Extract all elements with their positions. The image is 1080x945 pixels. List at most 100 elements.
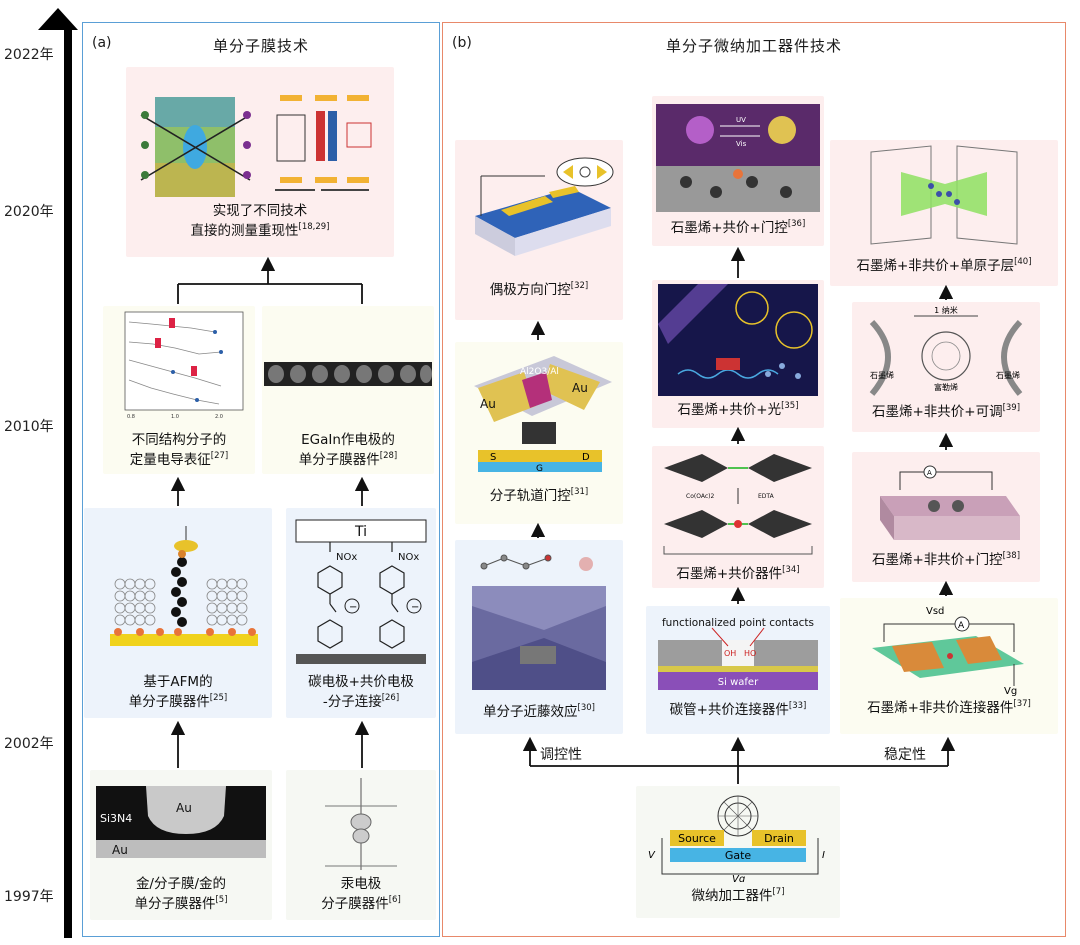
text-source: Source [678, 832, 716, 845]
text-v: V [648, 850, 656, 861]
year-2002: 2002年 [4, 736, 54, 752]
caption-line-2: 分子膜器件 [321, 896, 389, 912]
caption-a-gold: 金/分子膜/金的 单分子膜器件[5] [90, 874, 272, 914]
box-b-kondo: 单分子近藤效应[30] [455, 540, 623, 734]
caption-line-1: 实现了不同技术 [212, 203, 308, 219]
caption-line-1: 偶极方向门控 [489, 282, 571, 298]
ref-31: [31] [570, 487, 589, 497]
svg-text:1.0: 1.0 [171, 414, 179, 420]
text-g: G [536, 464, 543, 474]
text-i: I [822, 850, 825, 861]
text-au-bottom: Au [112, 843, 128, 857]
ref-7: [7] [772, 887, 785, 897]
figure-carbon-electrode: Ti NOx NOx − − [295, 519, 427, 664]
ref-35: [35] [781, 401, 799, 411]
text-si3n4: Si3N4 [100, 812, 132, 825]
ref-30: [30] [577, 703, 595, 713]
figure-afm-tip [110, 526, 258, 646]
box-b-gr-nc-device: Vsd A Vg 石墨烯+非共价连接器件[37] [840, 598, 1058, 734]
caption-line-1: 不同结构分子的 [131, 432, 227, 448]
caption-a-conductance: 不同结构分子的 定量电导表征[27] [103, 430, 255, 470]
panel-a-title: 单分子膜技术 [212, 37, 309, 55]
box-b-gr-nc-mono: 石墨烯+非共价+单原子层[40] [830, 140, 1058, 286]
text-vsd: Vsd [926, 606, 944, 617]
text-ti: Ti [354, 524, 367, 540]
caption-line-2: 直接的测量重现性 [190, 223, 299, 239]
box-b-gr-cov-gate: UV Vis 石墨烯+共价+门控[36] [652, 96, 824, 246]
box-b-cnt: functionalized point contacts Si wafer O… [646, 606, 830, 734]
figure-mercury-drop [325, 778, 397, 870]
year-2022: 2022年 [4, 47, 54, 63]
year-2020: 2020年 [4, 204, 54, 220]
figure-egain-droplets [264, 362, 432, 386]
box-b-micro: Source Drain Gate V I Vg 微纳加工器件[7] [636, 786, 840, 918]
box-b-gr-cov-device: Co(OAc)2 EDTA 石墨烯+共价器件[34] [652, 446, 824, 588]
caption-b-gr-cov-device: 石墨烯+共价器件[34] [652, 564, 824, 584]
text-vg-2: Vg [1004, 686, 1017, 696]
caption-b-gr-nc-gate: 石墨烯+非共价+门控[38] [852, 550, 1040, 570]
caption-line-2: -分子连接 [322, 694, 382, 710]
ref-40: [40] [1014, 257, 1032, 267]
text-1nm: 1 纳米 [934, 306, 958, 315]
ref-36: [36] [787, 219, 806, 229]
text-fullerene: 富勒烯 [934, 382, 958, 392]
text-nox-left: NOx [336, 552, 357, 563]
figure-micro-device: Source Drain Gate V I Vg [648, 795, 825, 882]
caption-line-1: 石墨烯+非共价+单原子层 [856, 258, 1015, 274]
ref-28: [28] [379, 451, 398, 461]
caption-line-2: 单分子膜器件 [128, 694, 210, 710]
text-au-left: Au [480, 397, 496, 411]
caption-line-1: 碳电极+共价电极 [308, 674, 414, 690]
ref-6: [6] [388, 895, 401, 905]
text-graphene-left: 石墨烯 [870, 370, 894, 380]
caption-line-1: 石墨烯+非共价+门控 [871, 552, 1003, 568]
text-vg: Vg [732, 874, 745, 882]
box-a-egain: EGaIn作电极的 单分子膜器件[28] [262, 306, 434, 474]
caption-line-1: 金/分子膜/金的 [135, 876, 227, 892]
caption-b-micro: 微纳加工器件[7] [636, 886, 840, 906]
box-a-mercury: 汞电极 分子膜器件[6] [286, 770, 436, 920]
figure-dipole-gate [475, 157, 614, 256]
box-a-afm: 基于AFM的 单分子膜器件[25] [84, 508, 272, 718]
caption-line-1: 石墨烯+共价器件 [676, 566, 783, 582]
caption-line-1: 单分子近藤效应 [483, 704, 578, 720]
caption-b-gr-cov-gate: 石墨烯+共价+门控[36] [652, 218, 824, 238]
ref-18-29: [18,29] [298, 222, 330, 232]
ref-33: [33] [788, 701, 807, 711]
caption-a-mercury: 汞电极 分子膜器件[6] [286, 874, 436, 914]
figure-gr-nc-device: Vsd A Vg [872, 606, 1024, 696]
year-1997: 1997年 [4, 889, 54, 905]
ref-25: [25] [209, 693, 228, 703]
ref-27: [27] [210, 451, 229, 461]
caption-b-dipole: 偶极方向门控[32] [455, 280, 623, 300]
figure-gr-cov-gate: UV Vis [656, 104, 820, 212]
caption-line-1: 分子轨道门控 [489, 488, 571, 504]
text-nox-right: NOx [398, 552, 419, 563]
caption-line-2: 定量电导表征 [129, 452, 211, 468]
text-drain: Drain [764, 832, 794, 845]
caption-line-1: 石墨烯+共价+门控 [670, 220, 788, 236]
text-ho: HO [744, 649, 756, 658]
caption-b-gr-nc-mono: 石墨烯+非共价+单原子层[40] [830, 256, 1058, 276]
text-edta: EDTA [758, 493, 775, 500]
box-b-gr-cov-light: 石墨烯+共价+光[35] [652, 280, 824, 428]
caption-a-carbon: 碳电极+共价电极 -分子连接[26] [286, 672, 436, 712]
figure-cnt: functionalized point contacts Si wafer O… [658, 617, 818, 690]
caption-b-gr-nc-tune: 石墨烯+非共价+可调[39] [852, 402, 1040, 422]
caption-line-2: 单分子膜器件 [298, 452, 380, 468]
text-si-wafer: Si wafer [718, 677, 759, 688]
text-a-meter: A [927, 469, 932, 477]
ref-5: [5] [215, 895, 228, 905]
caption-b-kondo: 单分子近藤效应[30] [455, 702, 623, 722]
caption-line-1: 汞电极 [340, 876, 382, 892]
text-s: S [490, 452, 496, 463]
caption-line-1: 石墨烯+共价+光 [677, 402, 782, 418]
figure-gr-nc-gate: A [880, 465, 1020, 540]
box-b-orbital: Au Au Al2O3/Al S D G 分子轨道门控[31] [455, 342, 623, 524]
svg-text:−: − [349, 602, 357, 613]
svg-text:−: − [411, 602, 419, 613]
box-a-gold: Si3N4 Au Au 金/分子膜/金的 单分子膜器件[5] [90, 770, 272, 920]
caption-a-reproducibility: 实现了不同技术 直接的测量重现性[18,29] [126, 201, 394, 241]
